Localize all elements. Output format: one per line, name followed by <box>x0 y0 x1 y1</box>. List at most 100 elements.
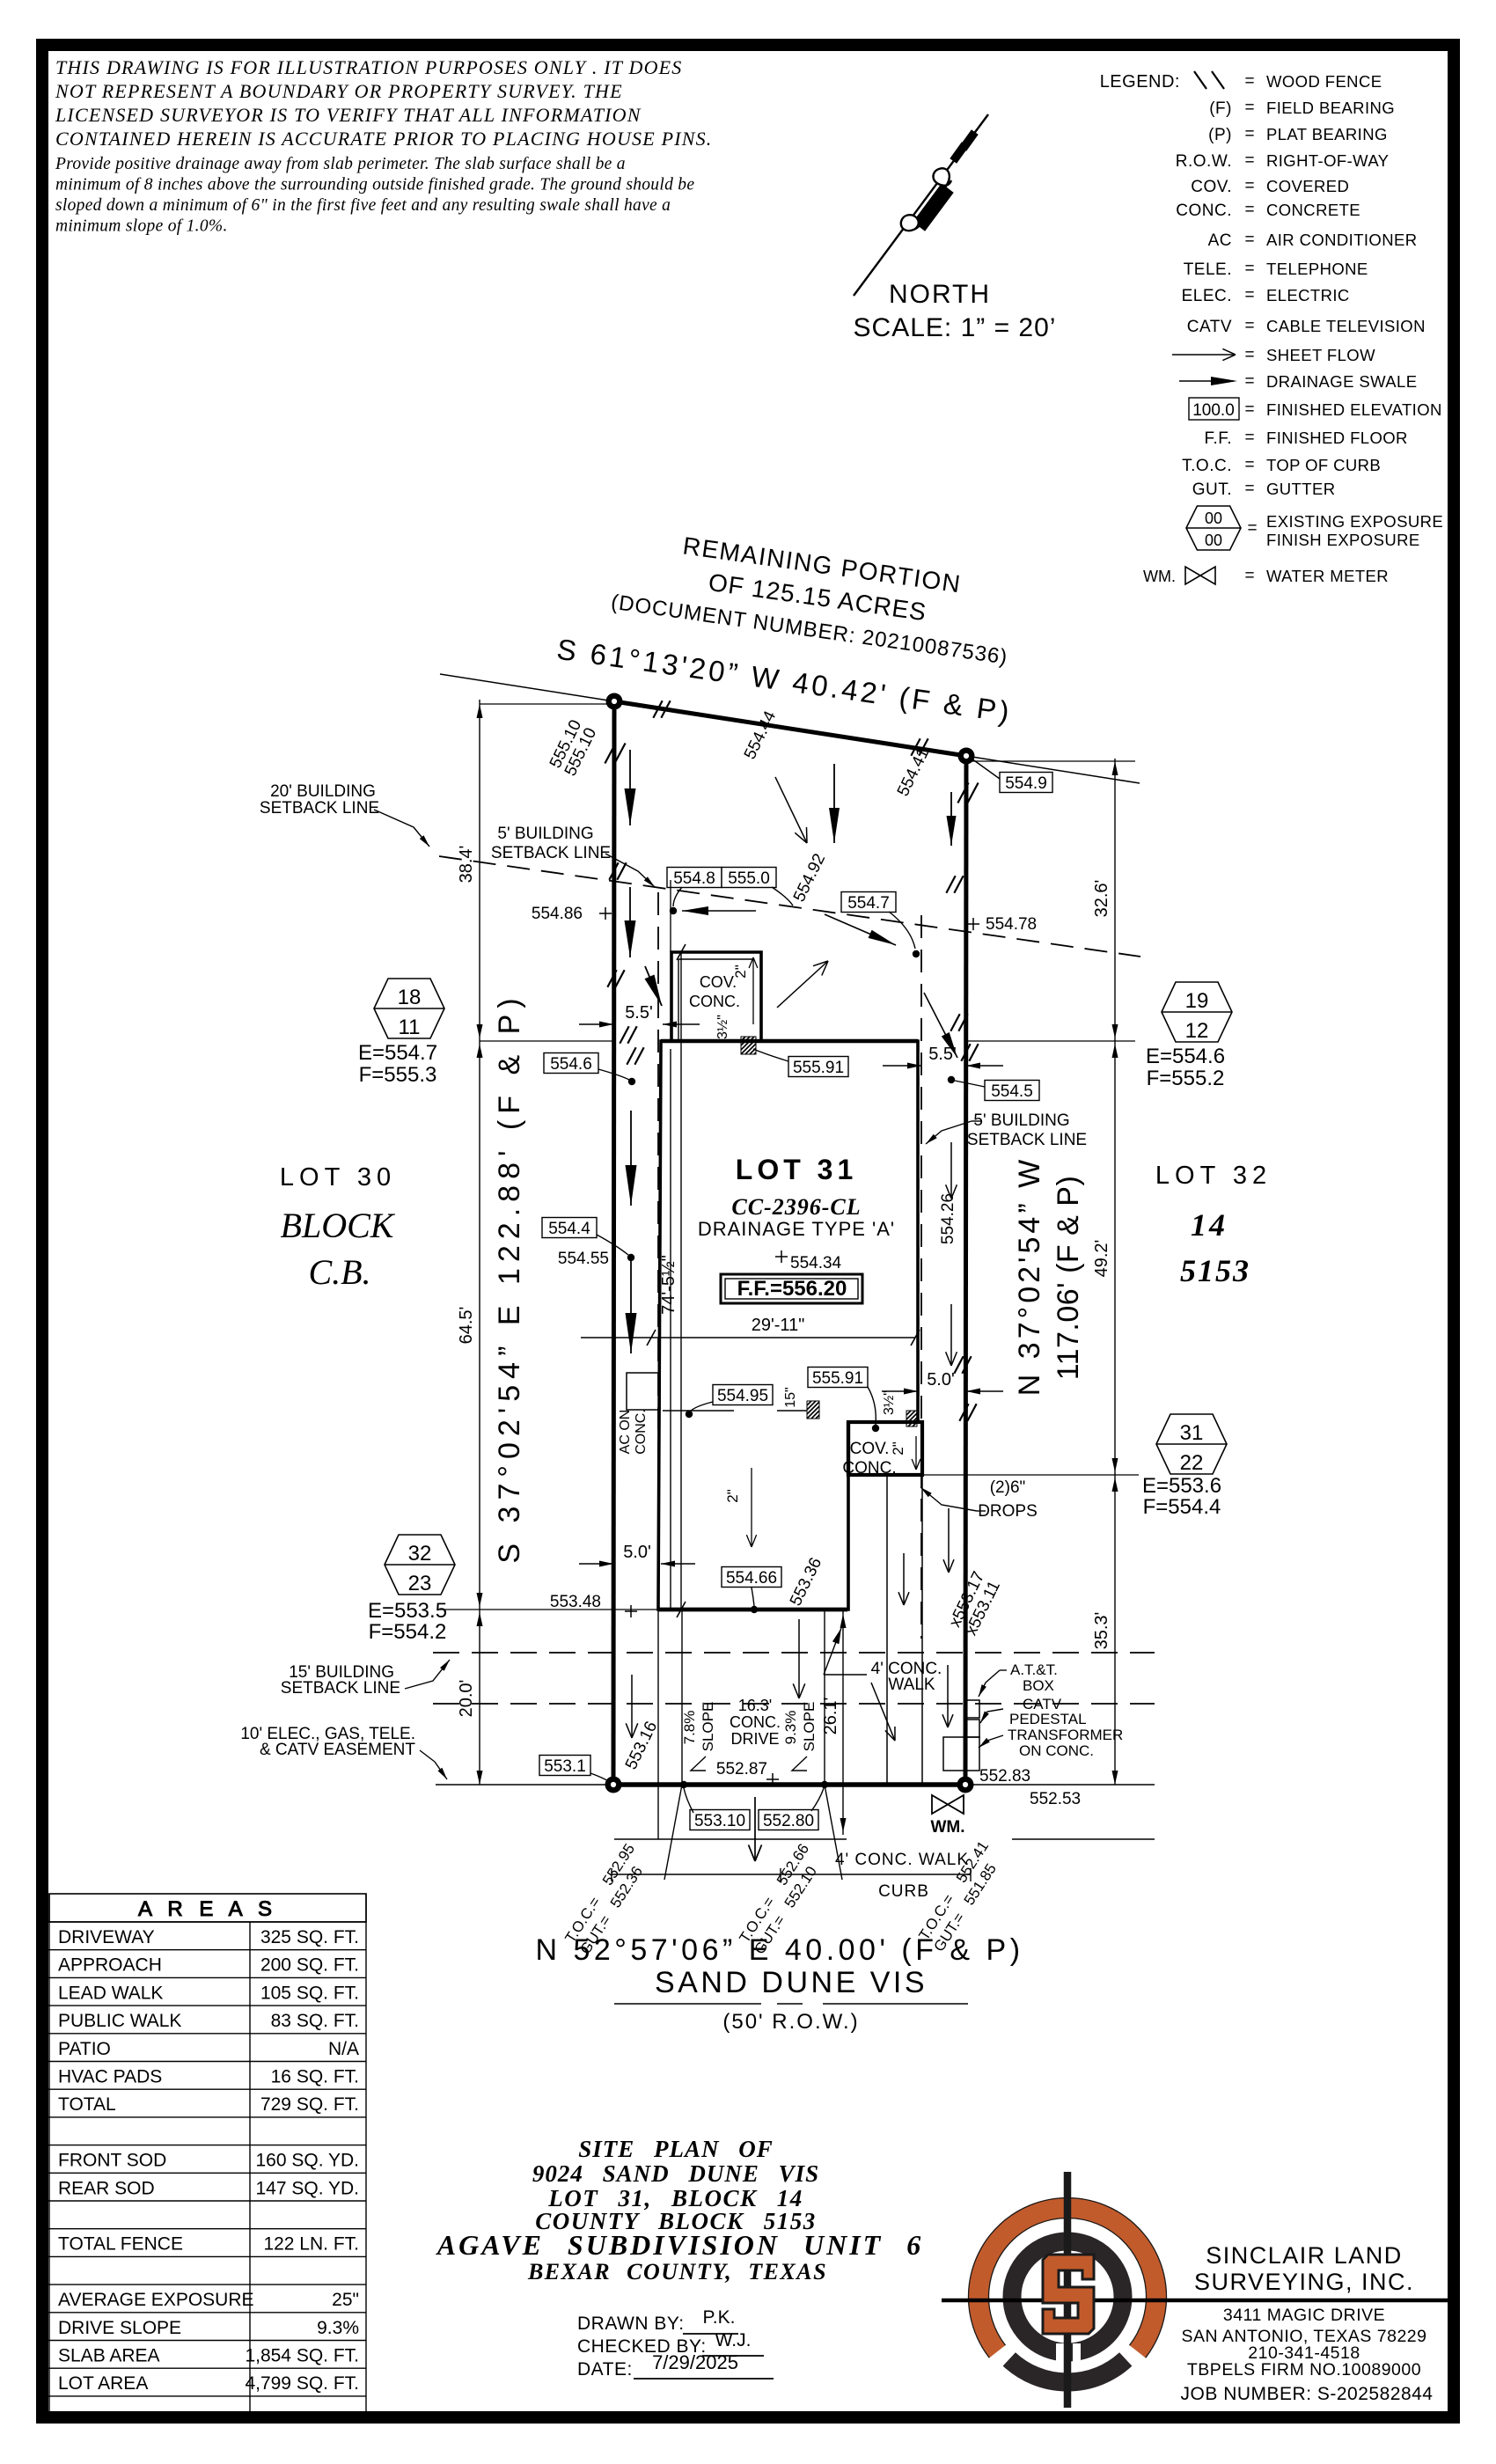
svg-text:AGAVE SUBDIVISION UNIT 6: AGAVE SUBDIVISION UNIT 6 <box>436 2229 923 2261</box>
svg-text:20.0': 20.0' <box>457 1680 476 1718</box>
svg-text:FINISHED FLOOR: FINISHED FLOOR <box>1266 429 1408 447</box>
svg-text:26.1': 26.1' <box>821 1698 840 1735</box>
svg-text:CONC.: CONC. <box>730 1713 781 1731</box>
svg-text:AVERAGE EXPOSURE: AVERAGE EXPOSURE <box>58 2290 254 2310</box>
svg-text:122 LN. FT.: 122 LN. FT. <box>263 2234 359 2255</box>
svg-text:210-341-4518: 210-341-4518 <box>1248 2343 1360 2363</box>
svg-text:SETBACK LINE: SETBACK LINE <box>491 844 611 862</box>
svg-text:=: = <box>1244 317 1254 335</box>
svg-text:SETBACK LINE: SETBACK LINE <box>260 799 379 818</box>
svg-text:CONTAINED HEREIN IS ACCURATE P: CONTAINED HEREIN IS ACCURATE PRIOR TO PL… <box>55 128 713 150</box>
svg-text:554.78: 554.78 <box>986 915 1037 934</box>
svg-text:BOX: BOX <box>1023 1677 1054 1694</box>
svg-text:N 37°02'54” W: N 37°02'54” W <box>1013 1156 1046 1396</box>
svg-text:18: 18 <box>398 986 422 1009</box>
svg-text:A R E A S: A R E A S <box>138 1897 277 1921</box>
svg-text:74'-5½": 74'-5½" <box>659 1255 678 1315</box>
svg-text:TOTAL FENCE: TOTAL FENCE <box>58 2234 183 2255</box>
svg-text:14: 14 <box>1191 1207 1228 1243</box>
svg-text:E=554.6: E=554.6 <box>1146 1045 1225 1068</box>
svg-text:COV.: COV. <box>850 1440 890 1458</box>
svg-text:DRIVEWAY: DRIVEWAY <box>58 1927 155 1947</box>
svg-text:N/A: N/A <box>328 2039 359 2059</box>
svg-text:160 SQ. YD.: 160 SQ. YD. <box>255 2151 359 2171</box>
svg-text:=: = <box>1244 286 1254 304</box>
svg-text:555.91: 555.91 <box>793 1059 844 1077</box>
svg-text:=: = <box>1244 99 1254 117</box>
svg-text:3411 MAGIC DRIVE: 3411 MAGIC DRIVE <box>1223 2306 1385 2325</box>
svg-text:TELE.: TELE. <box>1184 260 1232 279</box>
svg-text:554.66: 554.66 <box>726 1569 777 1588</box>
svg-text:325 SQ. FT.: 325 SQ. FT. <box>260 1927 359 1947</box>
svg-text:117.06' (F & P): 117.06' (F & P) <box>1052 1176 1085 1381</box>
svg-text:A.T.&T.: A.T.&T. <box>1010 1661 1058 1678</box>
svg-text:552.87: 552.87 <box>716 1760 767 1778</box>
svg-text:CONC.: CONC. <box>689 993 740 1010</box>
svg-text:00: 00 <box>1205 510 1222 527</box>
svg-text:2": 2" <box>890 1441 906 1456</box>
svg-text:R.O.W.: R.O.W. <box>1176 152 1232 171</box>
svg-text:ELEC.: ELEC. <box>1182 287 1232 305</box>
svg-text:552.53: 552.53 <box>1030 1790 1081 1808</box>
svg-text:9.3%: 9.3% <box>782 1711 799 1745</box>
svg-text:15' BUILDING: 15' BUILDING <box>289 1663 394 1682</box>
svg-text:9.3%: 9.3% <box>317 2318 359 2338</box>
svg-text:9024 SAND DUNE VIS: 9024 SAND DUNE VIS <box>532 2160 819 2187</box>
svg-text:4' CONC.: 4' CONC. <box>871 1660 942 1678</box>
svg-text:JOB NUMBER: S-202582844: JOB NUMBER: S-202582844 <box>1181 2384 1434 2404</box>
svg-text:CATV: CATV <box>1023 1696 1062 1712</box>
svg-text:=: = <box>1244 400 1254 419</box>
svg-text:555.0: 555.0 <box>728 869 770 888</box>
svg-text:SAN ANTONIO, TEXAS 78229: SAN ANTONIO, TEXAS 78229 <box>1182 2327 1427 2346</box>
svg-text:LEGEND:: LEGEND: <box>1100 72 1180 92</box>
svg-text:TOTAL: TOTAL <box>58 2094 116 2115</box>
svg-text:=: = <box>1244 456 1254 474</box>
svg-text:LOT AREA: LOT AREA <box>58 2373 148 2394</box>
svg-text:T.O.C.: T.O.C. <box>1182 457 1232 475</box>
svg-text:=: = <box>1244 125 1254 143</box>
svg-text:LOT 31, BLOCK 14: LOT 31, BLOCK 14 <box>547 2185 803 2211</box>
svg-text:35.3': 35.3' <box>1092 1612 1111 1650</box>
svg-text:minimum slope of 1.0%.: minimum slope of 1.0%. <box>55 217 228 236</box>
svg-text:554.8: 554.8 <box>673 869 715 888</box>
svg-text:554.55: 554.55 <box>558 1250 609 1268</box>
svg-text:F=554.4: F=554.4 <box>1143 1495 1221 1519</box>
svg-text:F=554.2: F=554.2 <box>369 1620 447 1644</box>
svg-text:E=554.7: E=554.7 <box>358 1041 437 1065</box>
svg-text:DRAINAGE SWALE: DRAINAGE SWALE <box>1266 372 1417 391</box>
svg-text:COV.: COV. <box>1191 178 1232 196</box>
svg-text:E=553.5: E=553.5 <box>368 1599 447 1623</box>
svg-text:=: = <box>1244 201 1254 219</box>
svg-text:SURVEYING, INC.: SURVEYING, INC. <box>1194 2269 1414 2295</box>
svg-text:32.6': 32.6' <box>1092 880 1111 918</box>
svg-text:COUNTY BLOCK 5153: COUNTY BLOCK 5153 <box>535 2208 817 2234</box>
svg-text:=: = <box>1244 480 1254 498</box>
svg-text:HVAC PADS: HVAC PADS <box>58 2067 162 2087</box>
svg-text:554.6: 554.6 <box>550 1055 592 1074</box>
svg-text:CONCRETE: CONCRETE <box>1266 201 1360 219</box>
svg-text:SLOPE: SLOPE <box>700 1702 716 1752</box>
svg-text:555.91: 555.91 <box>812 1369 863 1388</box>
svg-text:100.0: 100.0 <box>1192 401 1235 420</box>
svg-text:2": 2" <box>724 1489 741 1503</box>
svg-text:25": 25" <box>332 2290 359 2310</box>
svg-text:LEAD WALK: LEAD WALK <box>58 1983 163 2003</box>
svg-text:00: 00 <box>1205 532 1222 549</box>
svg-text:SLOPE: SLOPE <box>801 1702 818 1752</box>
svg-text:NOT REPRESENT A BOUNDARY OR PR: NOT REPRESENT A BOUNDARY OR PROPERTY SUR… <box>55 80 623 102</box>
svg-text:DROPS: DROPS <box>978 1502 1038 1521</box>
svg-text:15": 15" <box>783 1387 798 1407</box>
svg-text:2": 2" <box>732 964 749 979</box>
svg-text:5153: 5153 <box>1180 1253 1250 1288</box>
svg-text:7.8%: 7.8% <box>681 1711 698 1745</box>
svg-text:REAR SOD: REAR SOD <box>58 2178 155 2198</box>
svg-text:23: 23 <box>408 1572 432 1595</box>
svg-text:=: = <box>1244 429 1254 447</box>
svg-text:DRIVE: DRIVE <box>730 1730 779 1748</box>
svg-text:CATV: CATV <box>1187 318 1232 336</box>
svg-text:=: = <box>1244 372 1254 391</box>
svg-text:E=553.6: E=553.6 <box>1142 1474 1221 1498</box>
svg-text:CHECKED BY:: CHECKED BY: <box>577 2336 707 2357</box>
svg-text:LOT 31: LOT 31 <box>736 1154 857 1185</box>
svg-text:TELEPHONE: TELEPHONE <box>1266 260 1368 278</box>
